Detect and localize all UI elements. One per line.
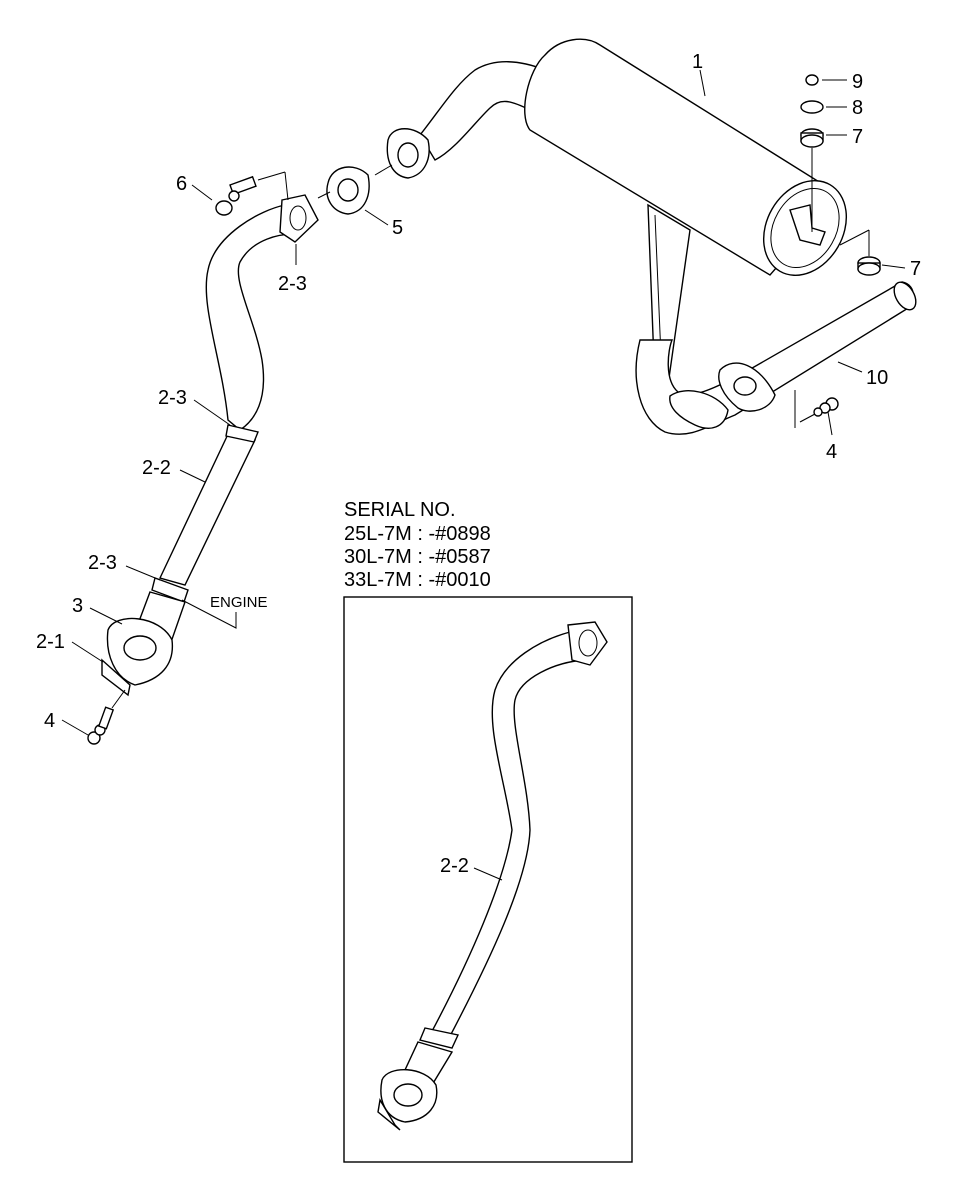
label-part-4-left: 4 — [44, 710, 55, 732]
serial-line-1: 25L-7M : -#0898 — [344, 523, 491, 545]
rubber-mount-stack — [800, 74, 824, 232]
label-engine: ENGINE — [210, 594, 268, 611]
leader-2-2b — [473, 867, 503, 881]
label-part-2-3-low: 2-3 — [88, 552, 117, 574]
bolt-4-lower — [87, 706, 115, 745]
exhaust-pipe-main — [151, 194, 319, 603]
label-part-7b: 7 — [910, 258, 921, 280]
label-part-2-2: 2-2 — [142, 457, 171, 479]
label-part-6: 6 — [176, 173, 187, 195]
label-part-9: 9 — [852, 71, 863, 93]
variant-pipe — [377, 621, 608, 1131]
label-part-1: 1 — [692, 51, 703, 73]
tail-pipe — [635, 281, 917, 435]
label-part-3: 3 — [72, 595, 83, 617]
leader-lines — [61, 69, 906, 736]
serial-line-3: 33L-7M : -#0010 — [344, 569, 491, 591]
bolt-6 — [215, 175, 257, 216]
label-part-10: 10 — [866, 367, 888, 389]
label-part-2-2-variant: 2-2 — [440, 855, 469, 877]
label-part-2-3-mid: 2-3 — [158, 387, 187, 409]
inlet-flange — [386, 128, 430, 179]
label-part-5: 5 — [392, 217, 403, 239]
gasket — [326, 166, 370, 215]
label-part-8: 8 — [852, 97, 863, 119]
rubber-mount-lower — [857, 256, 881, 276]
label-part-7a: 7 — [852, 126, 863, 148]
muffler — [419, 38, 848, 276]
bolt-4-right — [799, 397, 839, 423]
label-part-2-3-top: 2-3 — [278, 273, 307, 295]
label-part-4-right: 4 — [826, 441, 837, 463]
engine-flange-pipe — [101, 591, 186, 697]
serial-variant-frame — [343, 596, 633, 1163]
label-part-2-1: 2-1 — [36, 631, 65, 653]
serial-line-2: 30L-7M : -#0587 — [344, 546, 491, 568]
serial-title: SERIAL NO. — [344, 499, 456, 521]
